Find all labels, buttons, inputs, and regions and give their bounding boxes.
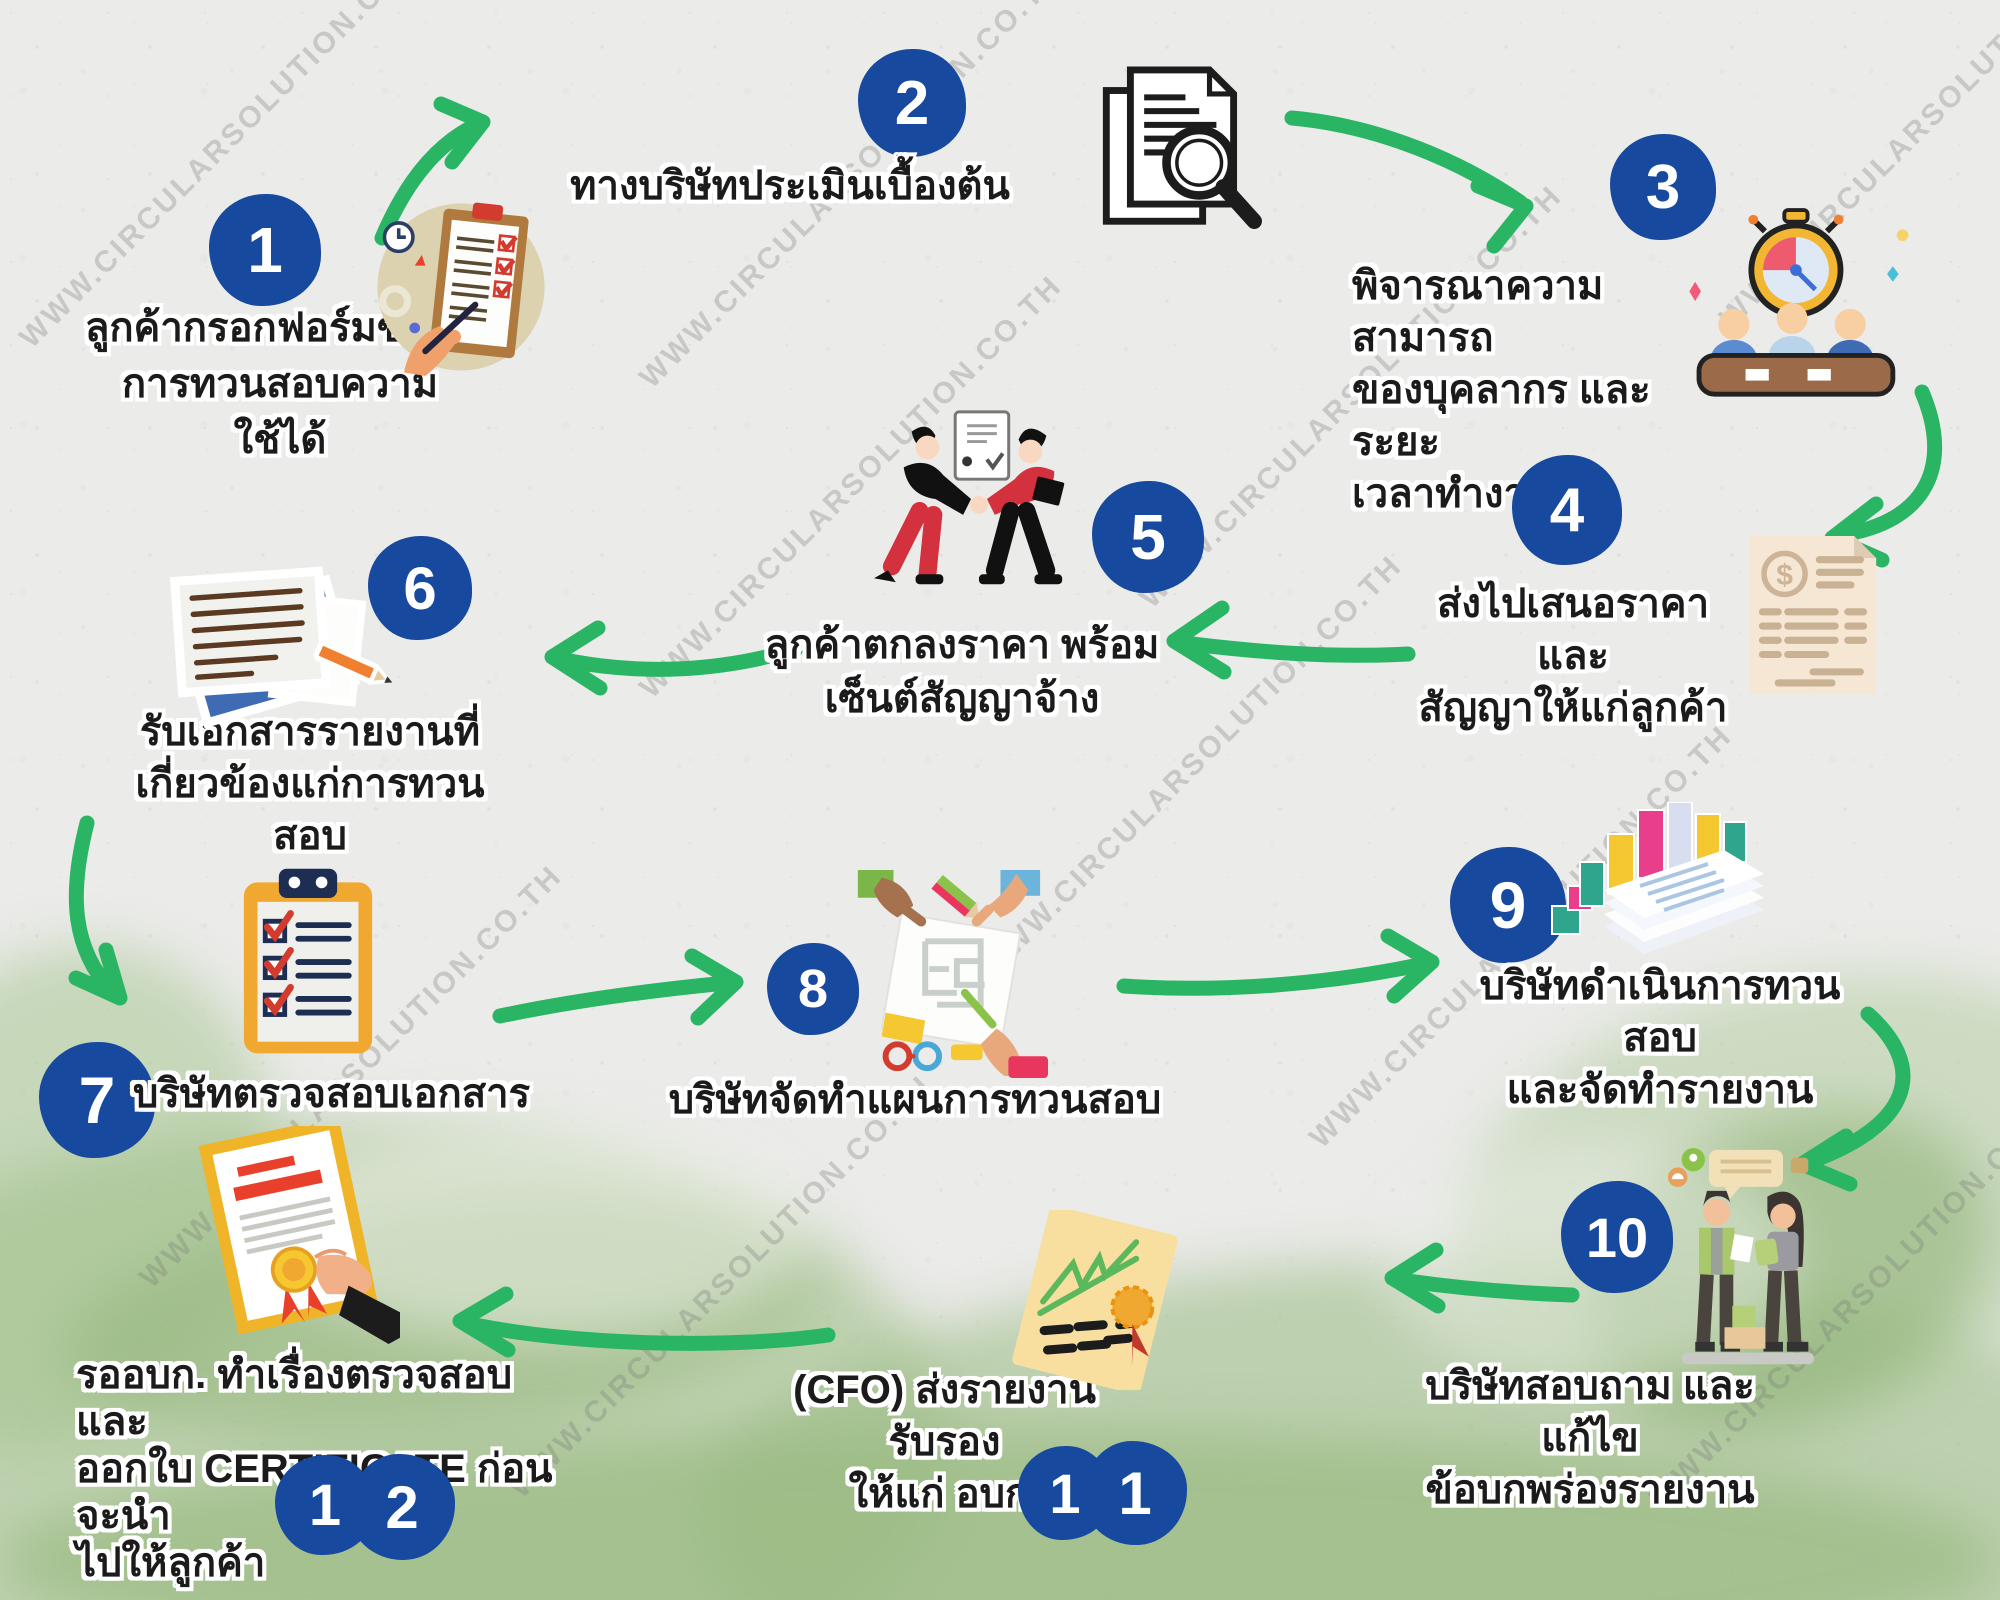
planning-blueprint-hands-icon [857, 870, 1049, 1078]
checklist-clipboard-icon [243, 868, 373, 1054]
step-5-label-line: ลูกค้าตกลงราคา พร้อม [764, 623, 1160, 667]
arrow-step4-to-step5 [1166, 600, 1416, 680]
step-3-number-circle: 3 [1610, 134, 1716, 240]
svg-text:$: $ [1776, 559, 1793, 592]
document-magnifier-icon [1102, 66, 1262, 229]
arrow-step8-to-step9 [1116, 928, 1440, 1004]
step-1-label-line: การทวนสอบความใช้ได้ [121, 362, 439, 462]
step-11-label-line: ให้แก่ อบก. [848, 1472, 1041, 1516]
step-8-label-line: บริษัทจัดทำแผนการทวนสอบ [668, 1078, 1162, 1122]
step-12-label-line: รออบก. ทำเรื่องตรวจสอบและ [76, 1353, 513, 1444]
step-1-number-circle: 1 [209, 194, 321, 306]
arrow-step1-to-step2 [374, 96, 491, 246]
arrow-step11-to-step12 [452, 1286, 836, 1358]
step-10-number-circle: 10 [1561, 1181, 1673, 1293]
step-9-number-circle: 9 [1450, 847, 1566, 963]
arrow-step6-to-step7 [68, 815, 128, 1006]
arrow-step10-to-step11 [1384, 1242, 1580, 1314]
step-10-label: บริษัทสอบถาม และแก้ไข ข้อบกพร่องรายงาน [1405, 1360, 1775, 1516]
step-7-label: บริษัทตรวจสอบเอกสาร [133, 1066, 553, 1122]
step-7-number-circle: 7 [39, 1042, 155, 1158]
step-9-label: บริษัทดำเนินการทวนสอบ และจัดทำรายงาน [1455, 960, 1865, 1116]
step-12-number-circle: 2 [349, 1454, 455, 1560]
step-12-label-line: ไปให้ลูกค้า [76, 1541, 266, 1585]
step-2-label-line: ทางบริษัทประเมินเบื้องต้น [570, 164, 1010, 208]
step-5-label-line: เซ็นต์สัญญาจ้าง [824, 677, 1100, 721]
step-3-label-line: พิจารณาความสามารถ [1352, 264, 1604, 360]
step-11-number-circle: 1 [1083, 1441, 1187, 1545]
report-stack-chart-icon [1551, 802, 1764, 954]
arrow-step2-to-step3 [1284, 110, 1534, 254]
arrow-step7-to-step8 [492, 948, 744, 1026]
step-11-label: (CFO) ส่งรายงานรับรอง ให้แก่ อบก. [742, 1364, 1147, 1520]
step-10-label-line: บริษัทสอบถาม และแก้ไข [1425, 1364, 1755, 1460]
step-4-number-circle: 4 [1512, 455, 1622, 565]
arrow-step5-to-step6 [544, 620, 804, 696]
step-6-label-line: เกี่ยวข้องแก่การทวนสอบ [135, 762, 485, 858]
hand-certificate-icon [198, 1126, 400, 1345]
step-11-label-line: (CFO) ส่งรายงานรับรอง [793, 1368, 1096, 1464]
handshake-agreement-icon [873, 410, 1065, 585]
step-4-label: ส่งไปเสนอราคา และ สัญญาให้แก่ลูกค้า [1408, 578, 1738, 734]
step-8-number-circle: 8 [767, 943, 859, 1035]
step-4-label-line: ส่งไปเสนอราคา และ [1436, 582, 1710, 678]
step-4-label-line: สัญญาให้แก่ลูกค้า [1418, 686, 1728, 730]
step-2-label: ทางบริษัทประเมินเบื้องต้น [550, 158, 1030, 214]
people-discussion-icon [1667, 1147, 1815, 1365]
step-9-label-line: บริษัทดำเนินการทวนสอบ [1479, 964, 1841, 1060]
step-10-label-line: ข้อบกพร่องรายงาน [1425, 1468, 1755, 1512]
step-8-label: บริษัทจัดทำแผนการทวนสอบ [660, 1072, 1170, 1128]
arrow-step3-to-step4 [1824, 384, 1942, 568]
stopwatch-meeting-icon [1689, 208, 1909, 397]
step-3-label-line: ของบุคลากร และระยะ [1352, 368, 1651, 464]
step-6-label-line: รับเอกสารรายงานที่ [139, 710, 481, 754]
price-quote-invoice-icon: $ [1749, 536, 1877, 694]
step-7-label-line: บริษัทตรวจสอบเอกสาร [133, 1072, 531, 1116]
step-9-label-line: และจัดทำรายงาน [1506, 1068, 1814, 1112]
step-6-number-circle: 6 [368, 536, 472, 640]
step-5-label: ลูกค้าตกลงราคา พร้อม เซ็นต์สัญญาจ้าง [762, 618, 1162, 726]
report-documents-pencil-icon [169, 566, 393, 729]
certified-report-chart-icon [1012, 1210, 1178, 1390]
clipboard-form-hand-icon [377, 202, 545, 376]
step-2-number-circle: 2 [858, 49, 966, 157]
step-6-label: รับเอกสารรายงานที่ เกี่ยวข้องแก่การทวนสอ… [110, 706, 510, 862]
step-5-number-circle: 5 [1092, 481, 1204, 593]
